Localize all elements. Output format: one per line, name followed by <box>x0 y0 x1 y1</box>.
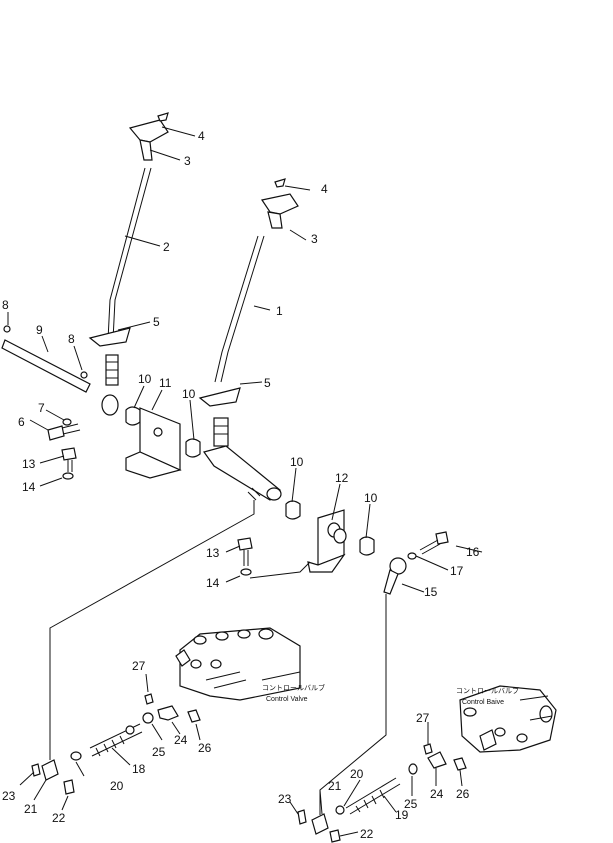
leader-lines <box>7 126 483 815</box>
callout-4: 4 <box>321 182 328 196</box>
callout-3: 3 <box>311 232 318 246</box>
callout-23: 23 <box>2 789 16 803</box>
callout-19: 19 <box>395 808 409 822</box>
callout-10: 10 <box>138 372 152 386</box>
callout-6: 6 <box>18 415 25 429</box>
callout-15: 15 <box>424 585 438 599</box>
callout-26: 26 <box>456 787 470 801</box>
control-valve-left <box>175 627 301 701</box>
callout-8: 8 <box>68 332 75 346</box>
callout-1: 1 <box>276 304 283 318</box>
callout-14: 14 <box>22 480 36 494</box>
callout-14: 14 <box>206 576 220 590</box>
callout-numbers: 1 2 3 3 4 4 5 5 6 7 8 8 9 10 10 10 10 11… <box>2 129 480 841</box>
callout-4: 4 <box>198 129 205 143</box>
callout-13: 13 <box>206 546 220 560</box>
valve-left-jp-label: コントロールバルブ <box>262 683 325 692</box>
callout-22: 22 <box>360 827 374 841</box>
lever-right <box>198 178 299 501</box>
callout-23: 23 <box>278 792 292 806</box>
control-valve-right <box>459 685 557 753</box>
bolt-6-washer-7 <box>47 418 81 441</box>
callout-25: 25 <box>152 745 166 759</box>
callout-21: 21 <box>24 802 38 816</box>
linkage-right-parts <box>289 722 467 843</box>
bracket-11 <box>125 406 201 479</box>
callout-26: 26 <box>198 741 212 755</box>
callout-18: 18 <box>132 762 146 776</box>
bolt-13-washer-14-lower <box>237 537 311 579</box>
arm-15 <box>383 531 449 595</box>
linkage-left-parts <box>19 673 201 811</box>
callout-17: 17 <box>450 564 464 578</box>
callout-21: 21 <box>328 779 342 793</box>
bracket-12 <box>285 500 375 573</box>
callout-22: 22 <box>52 811 66 825</box>
lever-left <box>88 112 169 416</box>
valve-right-en-label: Control Baive <box>462 699 504 706</box>
callout-5: 5 <box>153 315 160 329</box>
callout-12: 12 <box>335 471 349 485</box>
callout-7: 7 <box>38 401 45 415</box>
callout-24: 24 <box>430 787 444 801</box>
callout-11: 11 <box>159 376 172 390</box>
valve-left-en-label: Control Valve <box>266 696 308 703</box>
callout-20: 20 <box>110 779 124 793</box>
callout-2: 2 <box>163 240 170 254</box>
callout-8: 8 <box>2 298 9 312</box>
callout-16: 16 <box>466 545 480 559</box>
callout-24: 24 <box>174 733 188 747</box>
callout-5: 5 <box>264 376 271 390</box>
valve-right-jp-label: コントロールバルブ <box>456 686 519 695</box>
callout-25: 25 <box>404 797 418 811</box>
callout-10: 10 <box>364 491 378 505</box>
shaft-9 <box>1 325 91 393</box>
callout-20: 20 <box>350 767 364 781</box>
callout-13: 13 <box>22 457 36 471</box>
bolt-13-washer-14 <box>61 447 77 480</box>
callout-27: 27 <box>132 659 146 673</box>
callout-10: 10 <box>182 387 196 401</box>
callout-9: 9 <box>36 323 43 337</box>
callout-3: 3 <box>184 154 191 168</box>
callout-10: 10 <box>290 455 304 469</box>
callout-27: 27 <box>416 711 430 725</box>
